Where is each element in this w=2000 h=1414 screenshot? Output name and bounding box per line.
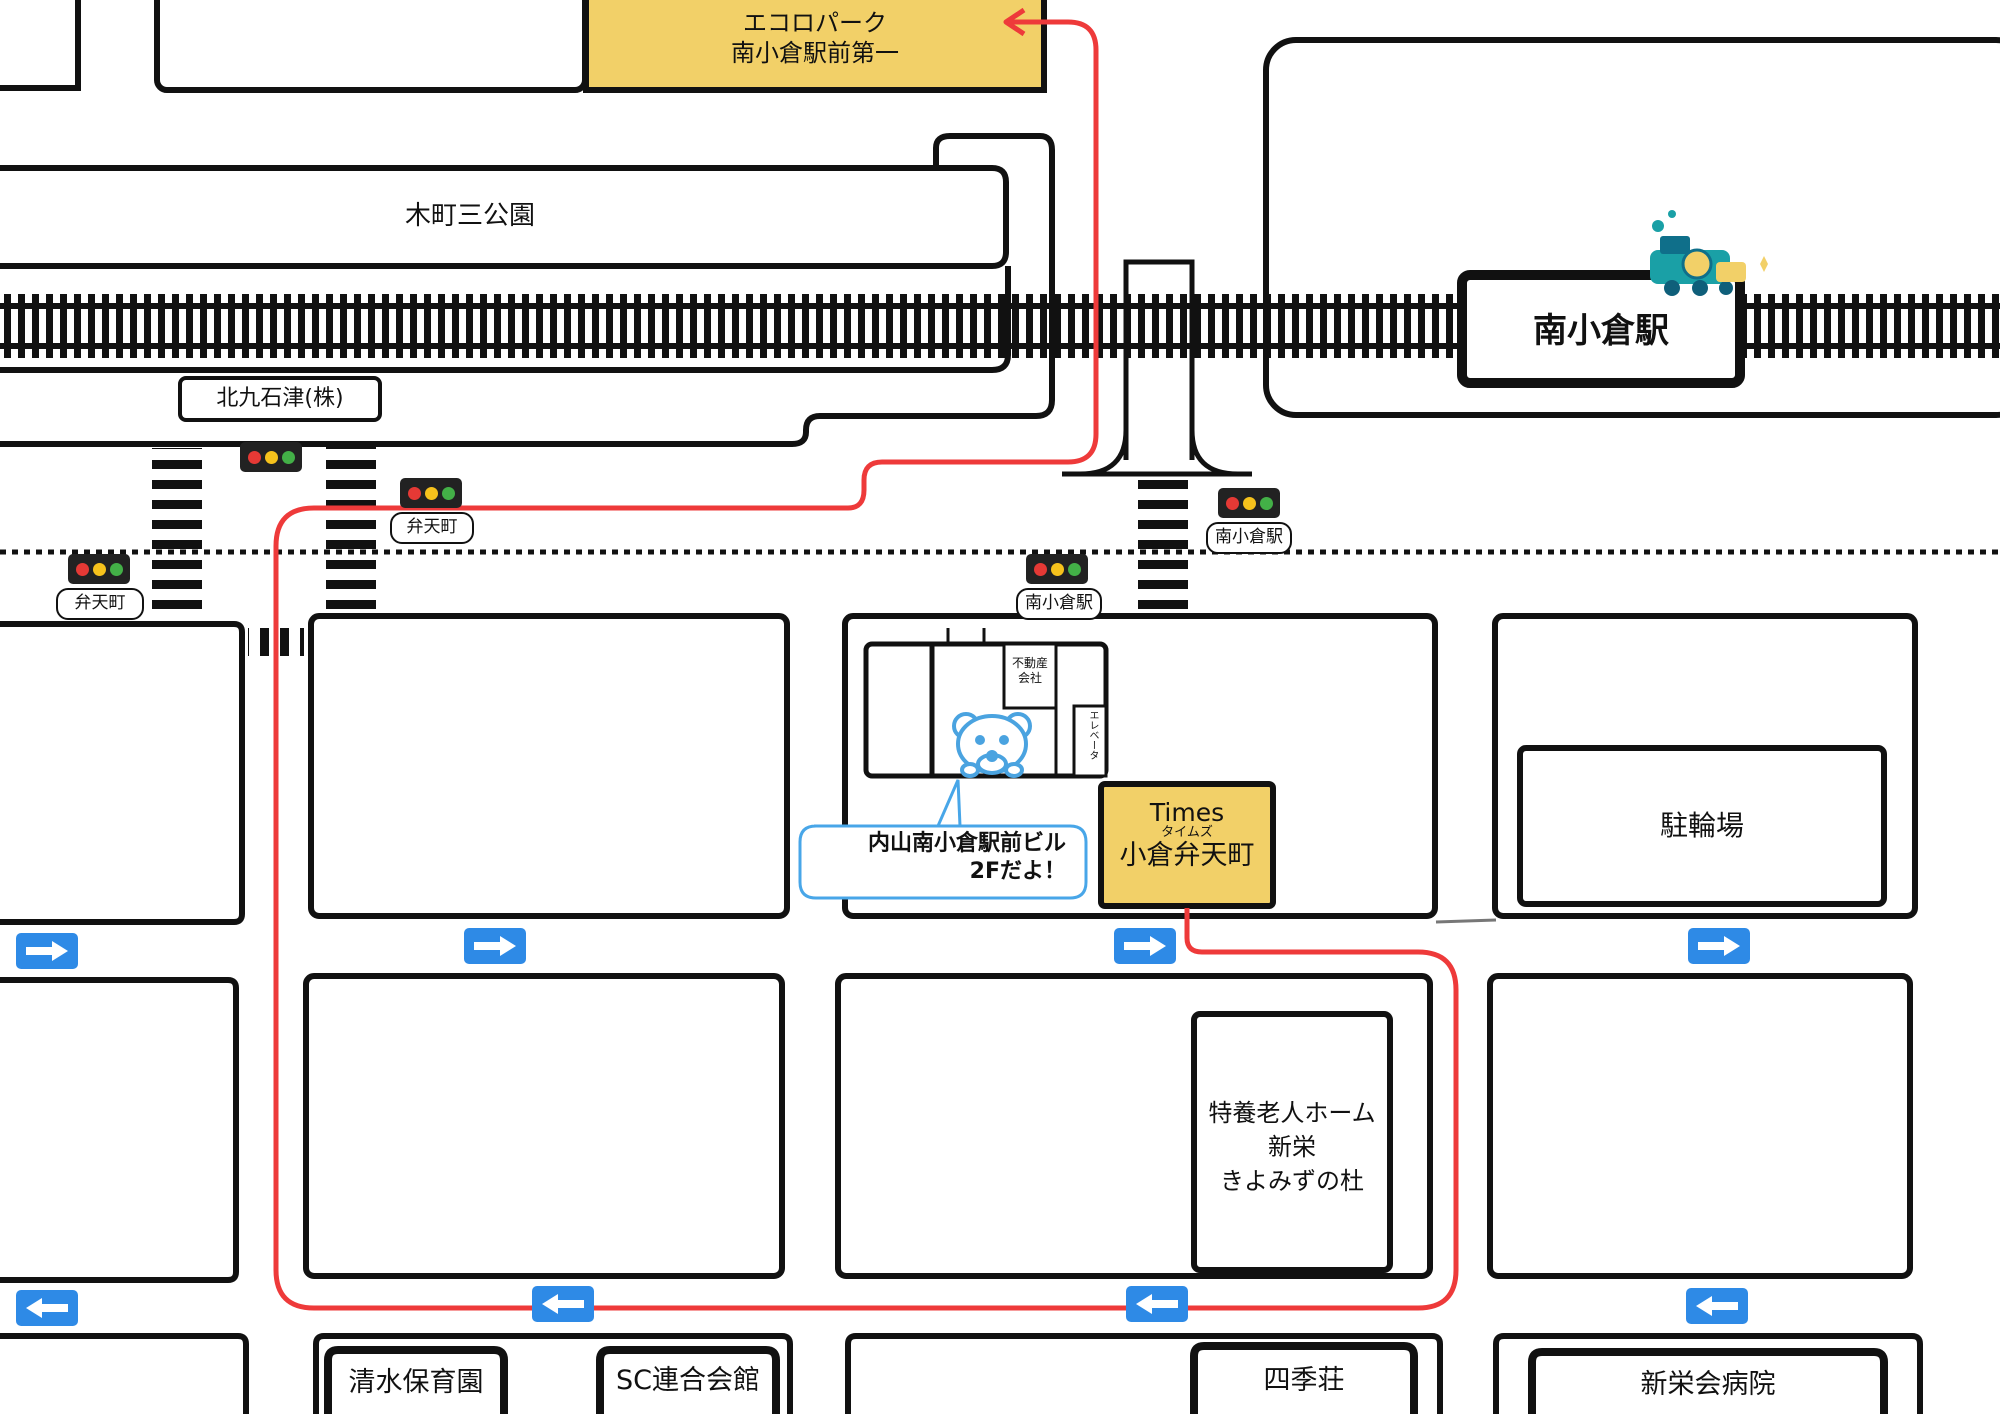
traffic-light-icon <box>1026 554 1088 584</box>
traffic-light-icon <box>240 442 302 472</box>
traffic-light-icon <box>68 554 130 584</box>
times-parking-lot <box>1098 781 1276 909</box>
train-icon <box>1650 210 1768 296</box>
hospital-label: 新栄会病院 <box>1640 1369 1776 1400</box>
bubble-line1: 内山南小倉駅前ビル <box>867 831 1066 856</box>
bicycle-parking-label: 駐輪場 <box>1659 809 1744 842</box>
nursing-home-line3: きよみずの杜 <box>1220 1167 1364 1195</box>
middle-blocks <box>0 613 1918 925</box>
nursing-home-line1: 特養老人ホーム <box>1208 1099 1376 1127</box>
arrow-right-icon <box>1688 928 1750 964</box>
arrow-right-icon <box>464 928 526 964</box>
traffic-light-icon <box>400 478 462 508</box>
arrow-right-icon <box>1114 928 1176 964</box>
nursing-home-line2: 新栄 <box>1268 1133 1316 1161</box>
bear-mascot-icon <box>952 712 1032 778</box>
speech-bubble <box>798 779 1088 900</box>
ecoro-park-lot <box>583 0 1047 93</box>
signal-label-benten-left: 弁天町 <box>56 588 144 620</box>
route-path <box>273 7 1459 1311</box>
railway <box>0 294 2000 358</box>
ecoro-park-name: エコロパーク 南小倉駅前第一 <box>586 8 1044 68</box>
times-ruby: タイムズ <box>1161 825 1213 840</box>
station-building <box>1457 270 1745 388</box>
nursing-home-label: 特養老人ホーム 新栄 きよみずの杜 <box>1194 1096 1390 1198</box>
last-row-blocks <box>0 1333 1923 1414</box>
bubble-line2: 2Fだよ！ <box>969 858 1066 884</box>
signal-label-minamikokura-center: 南小倉駅 <box>1016 588 1102 620</box>
signal-label-minamikokura-right: 南小倉駅 <box>1206 522 1292 554</box>
bubble-text: 内山南小倉駅前ビル 2Fだよ！ <box>810 830 1066 885</box>
elevator-label: エレベータ <box>1087 710 1098 760</box>
realestate-line1: 不動産 <box>1011 656 1048 670</box>
hall-label: SC連合会館 <box>616 1365 760 1396</box>
arrow-left-icon <box>16 1290 78 1326</box>
company-label: 北九石津(株) <box>178 376 382 422</box>
arrow-left-icon <box>1686 1288 1748 1324</box>
times-parking-label: Times タイムズ 小倉弁天町 <box>1101 800 1273 872</box>
park-label: 木町三公園 <box>404 201 535 231</box>
times-brand: Times <box>1149 798 1225 827</box>
shikiso-label: 四季荘 <box>1263 1365 1345 1396</box>
station-label: 南小倉駅 <box>1533 311 1669 351</box>
ecoro-park-line1: エコロパーク <box>743 9 887 37</box>
realestate-line2: 会社 <box>1017 671 1042 685</box>
arrow-right-icon <box>16 933 78 969</box>
ecoro-park-line2: 南小倉駅前第一 <box>731 39 899 67</box>
signal-label-benten-center: 弁天町 <box>390 512 474 544</box>
crosswalks <box>152 446 1188 656</box>
arrow-left-icon <box>532 1286 594 1322</box>
arrow-left-icon <box>1126 1286 1188 1322</box>
station-overpass <box>1062 259 1252 477</box>
realestate-label: 不動産 会社 <box>1004 656 1056 686</box>
bottom-blocks <box>0 973 1913 1283</box>
nursery-label: 清水保育園 <box>348 1367 484 1398</box>
traffic-light-icon <box>1218 488 1280 518</box>
building-floorplan <box>863 628 1109 779</box>
times-name: 小倉弁天町 <box>1119 840 1255 871</box>
park-area <box>0 133 1055 447</box>
